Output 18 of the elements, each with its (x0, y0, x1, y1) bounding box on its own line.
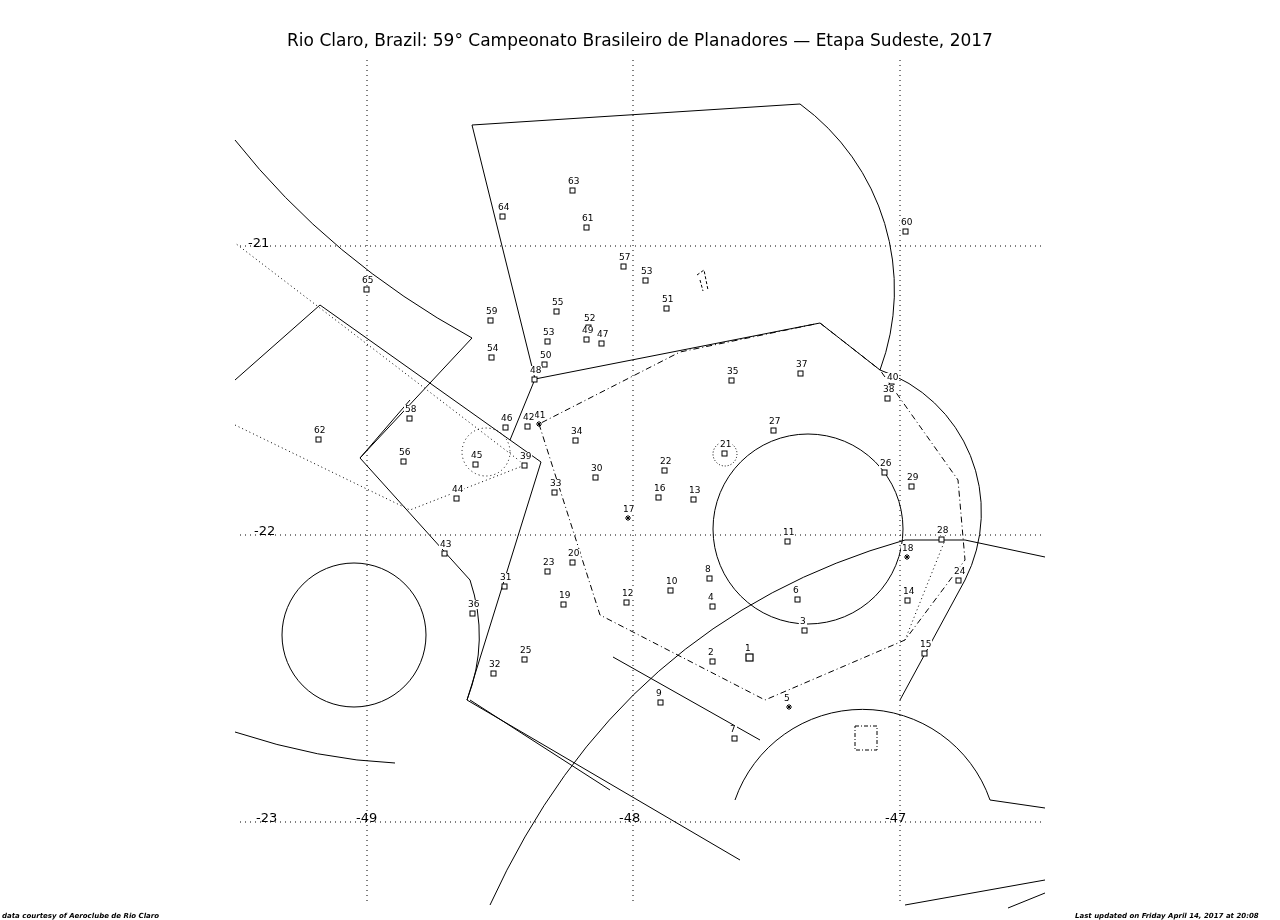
turnpoint-number: 1 (744, 644, 752, 653)
axis-label: -21 (248, 236, 270, 249)
axis-label: -48 (619, 811, 641, 824)
axis-label: -22 (254, 524, 276, 537)
axis-label: -47 (885, 811, 907, 824)
turnpoint-number: 4 (707, 593, 715, 602)
turnpoint-number: 8 (704, 565, 712, 574)
turnpoint-number: 18 (901, 544, 915, 553)
turnpoint-number: 9 (655, 689, 663, 698)
turnpoint-number: 2 (707, 648, 715, 657)
turnpoint-number: 5 (783, 694, 791, 703)
turnpoint-number: 7 (729, 725, 737, 734)
turnpoint-number: 17 (622, 505, 636, 514)
turnpoint-number: 3 (799, 617, 807, 626)
axis-label: -23 (256, 811, 278, 824)
map-title: Rio Claro, Brazil: 59° Campeonato Brasileiro de Planadores — Etapa Sudeste, 2017 (286, 30, 994, 50)
axis-label: -49 (356, 811, 378, 824)
turnpoint-number: 6 (792, 586, 800, 595)
